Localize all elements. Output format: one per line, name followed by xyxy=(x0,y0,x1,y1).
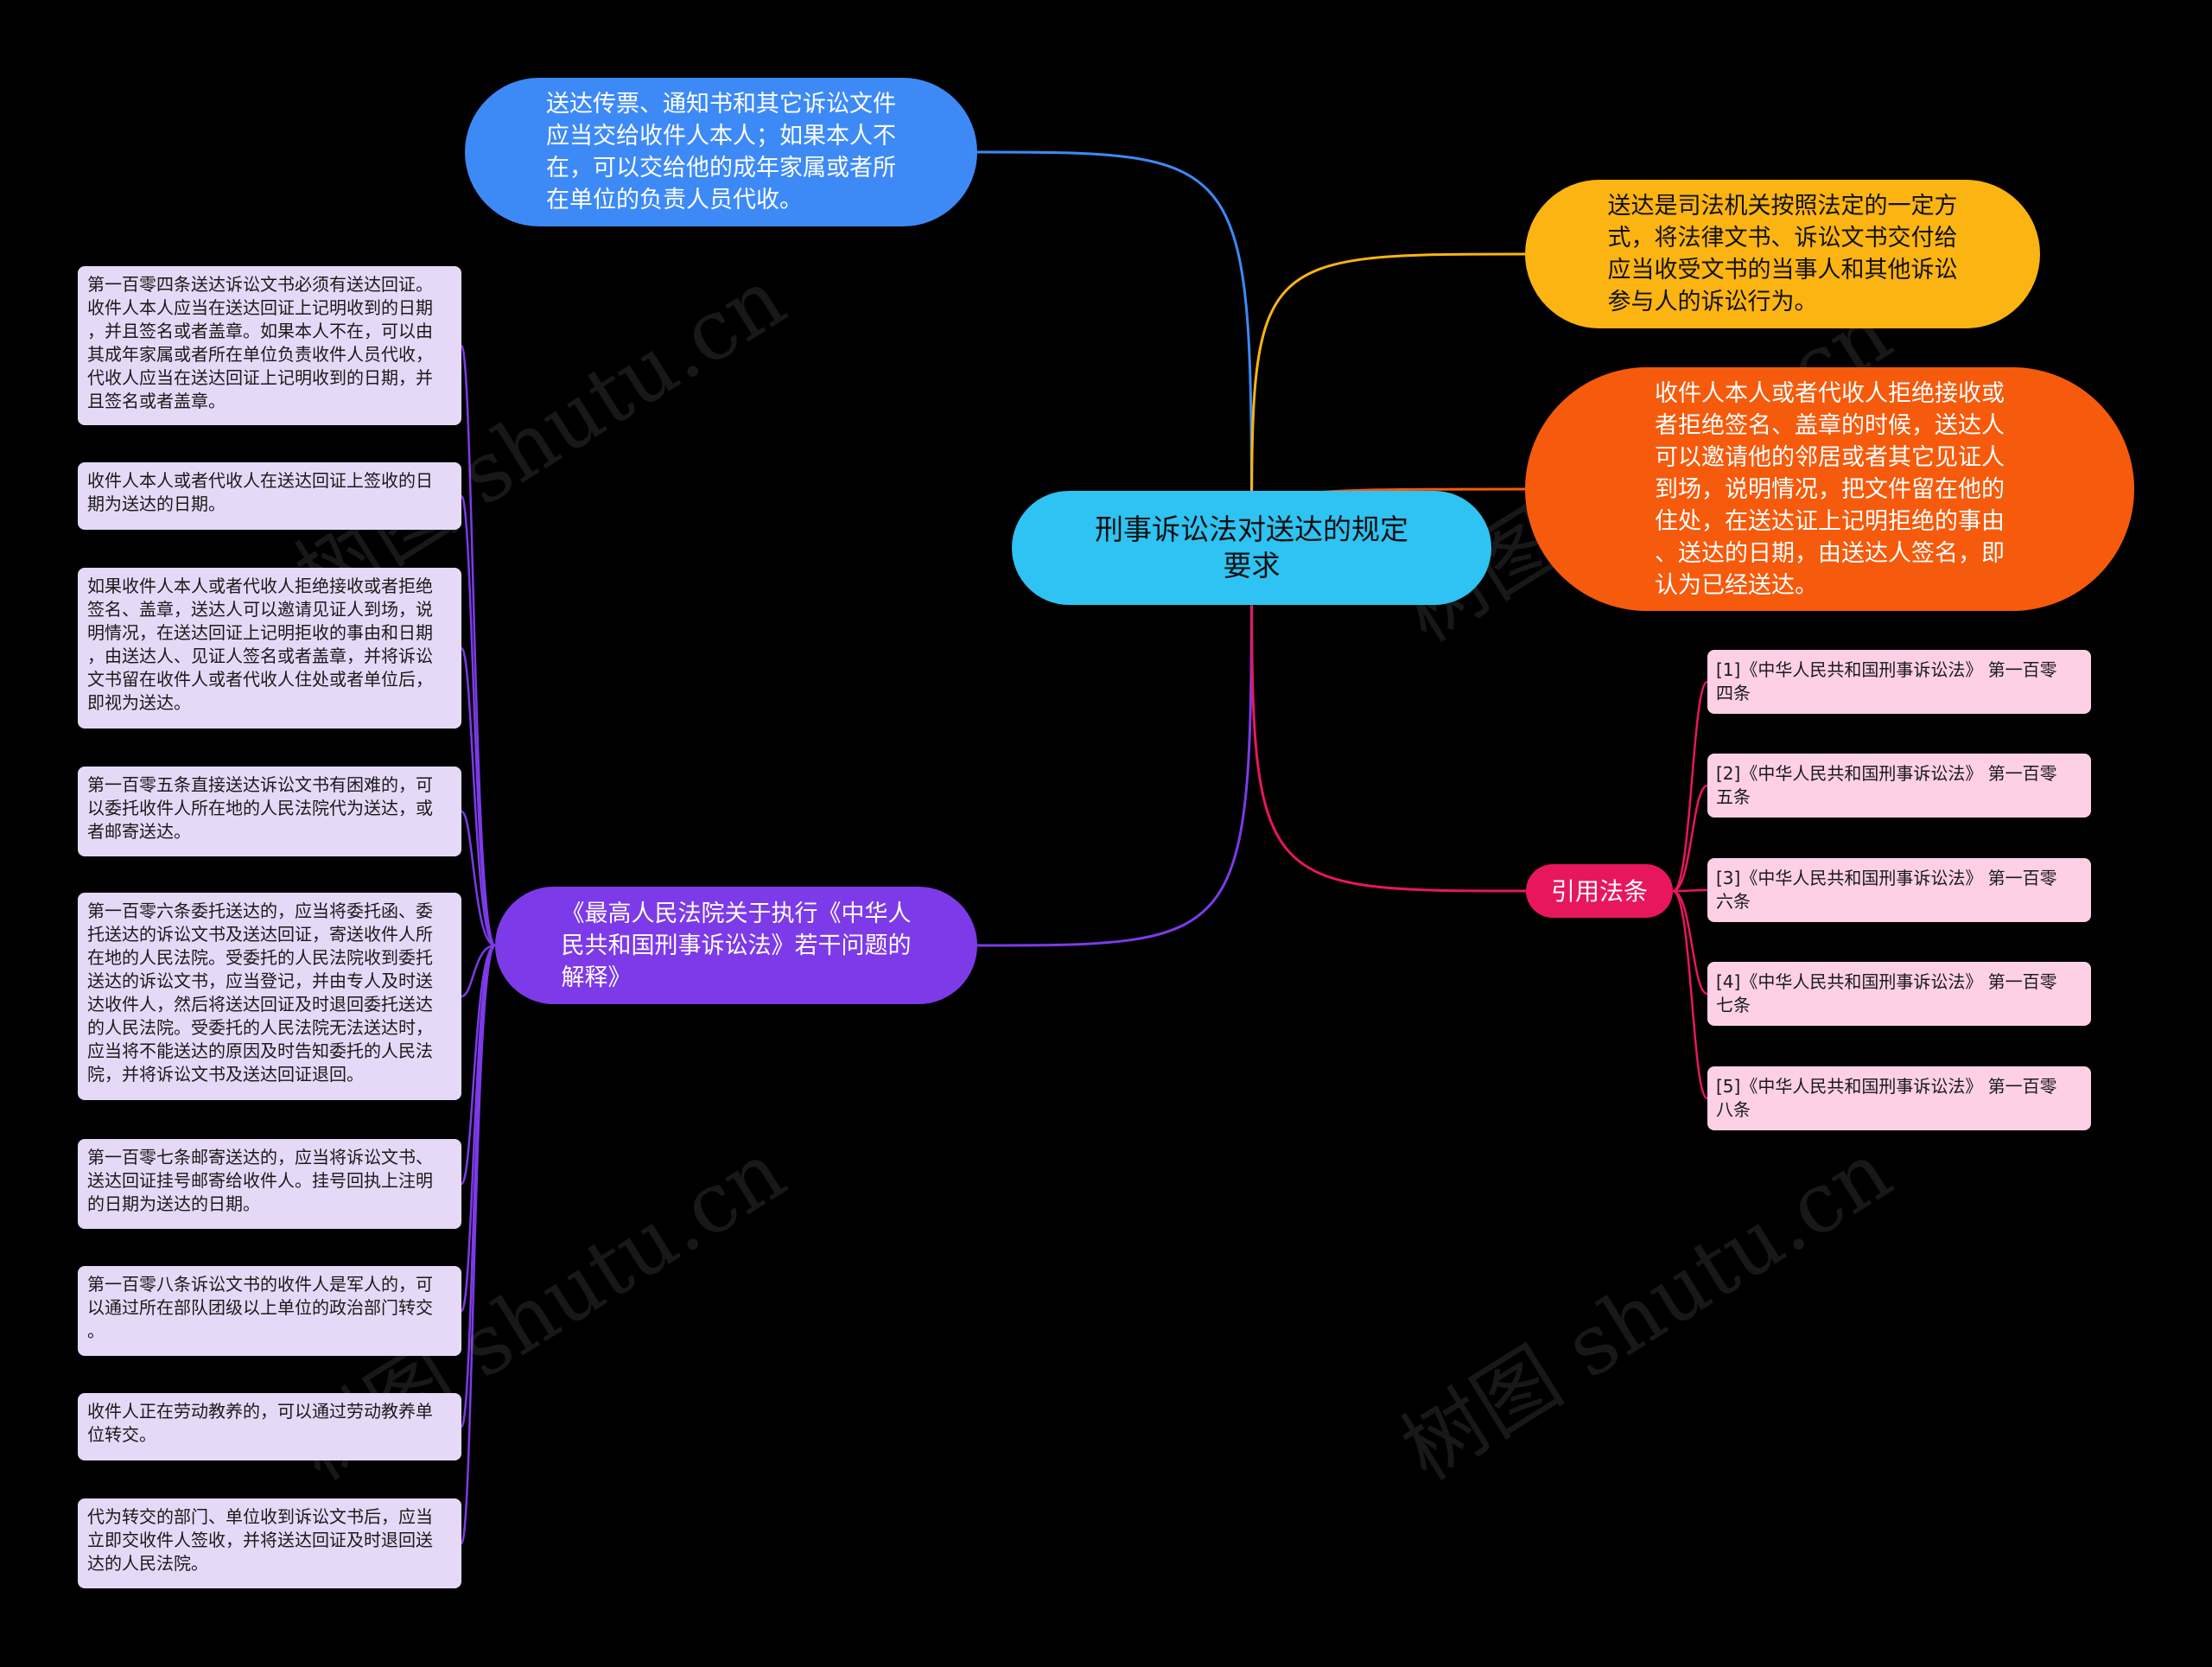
item-connector xyxy=(460,944,496,1186)
topic-text: 送达传票、通知书和其它诉讼文件 应当交给收件人本人；如果本人不 在，可以交给他的… xyxy=(546,91,896,213)
central-topic-node[interactable]: 刑事诉讼法对送达的规定 要求 xyxy=(1012,491,1491,605)
interpretation-article-item[interactable]: 第一百零五条直接送达诉讼文书有困难的，可 以委托收件人所在地的人民法院代为送达，… xyxy=(78,767,461,856)
topic-text: 送达是司法机关按照法定的一定方 式，将法律文书、诉讼文书交付给 应当收受文书的当… xyxy=(1607,193,1958,315)
topic-node-delivery-definition[interactable]: 送达是司法机关按照法定的一定方 式，将法律文书、诉讼文书交付给 应当收受文书的当… xyxy=(1525,180,2040,328)
interpretation-article-item[interactable]: 收件人正在劳动教养的，可以通过劳动教养单 位转交。 xyxy=(78,1393,461,1460)
reference-connector xyxy=(1672,784,1708,893)
interpretation-article-item[interactable]: 代为转交的部门、单位收到诉讼文书后，应当 立即交收件人签收，并将送达回证及时退回… xyxy=(78,1498,461,1588)
topic-text: 《最高人民法院关于执行《中华人 民共和国刑事诉讼法》若干问题的 解释》 xyxy=(561,900,912,991)
interpretation-article-item[interactable]: 第一百零七条邮寄送达的，应当将诉讼文书、 送达回证挂号邮寄给收件人。挂号回执上注… xyxy=(78,1139,461,1229)
topic-node-citations[interactable]: 引用法条 xyxy=(1526,864,1673,918)
reference-connector xyxy=(1672,889,1708,996)
citation-reference-item[interactable]: [5]《中华人民共和国刑事诉讼法》 第一百零 八条 xyxy=(1707,1066,2091,1130)
interpretation-article-item[interactable]: 如果收件人本人或者代收人拒绝接收或者拒绝 签名、盖章，送达人可以邀请见证人到场，… xyxy=(78,568,461,729)
central-topic-text: 刑事诉讼法对送达的规定 要求 xyxy=(1095,512,1408,582)
topic-node-judicial-interpretation[interactable]: 《最高人民法院关于执行《中华人 民共和国刑事诉讼法》若干问题的 解释》 xyxy=(495,887,977,1004)
interpretation-article-item[interactable]: 第一百零六条委托送达的，应当将委托函、委 托送达的诉讼文书及送达回证，寄送收件人… xyxy=(78,893,461,1100)
item-connector xyxy=(460,344,497,947)
branch-connector xyxy=(976,547,1253,947)
reference-connector xyxy=(1672,889,1709,1100)
topic-text: 引用法条 xyxy=(1550,876,1648,906)
topic-node-refusal-rule[interactable]: 收件人本人或者代收人拒绝接收或 者拒绝签名、盖章的时候，送达人 可以邀请他的邻居… xyxy=(1525,367,2134,611)
topic-node-delivery-rule[interactable]: 送达传票、通知书和其它诉讼文件 应当交给收件人本人；如果本人不 在，可以交给他的… xyxy=(465,78,977,226)
item-connector xyxy=(460,810,496,947)
item-connector xyxy=(461,944,496,998)
branch-connector xyxy=(1250,547,1527,893)
item-connector xyxy=(460,646,496,947)
citation-reference-item[interactable]: [4]《中华人民共和国刑事诉讼法》 第一百零 七条 xyxy=(1707,962,2091,1026)
reference-connector xyxy=(1672,888,1708,893)
interpretation-article-item[interactable]: 第一百零四条送达诉讼文书必须有送达回证。 收件人本人应当在送达回证上记明收到的日… xyxy=(78,266,461,425)
reference-connector xyxy=(1672,680,1709,893)
item-connector xyxy=(460,494,497,947)
item-connector xyxy=(460,944,497,1545)
branch-connector xyxy=(1250,252,1526,549)
citation-reference-item[interactable]: [1]《中华人民共和国刑事诉讼法》 第一百零 四条 xyxy=(1707,650,2091,714)
topic-text: 收件人本人或者代收人拒绝接收或 者拒绝签名、盖章的时候，送达人 可以邀请他的邻居… xyxy=(1655,379,2005,599)
branch-connector xyxy=(976,150,1253,549)
citation-reference-item[interactable]: [3]《中华人民共和国刑事诉讼法》 第一百零 六条 xyxy=(1707,858,2091,922)
citation-reference-item[interactable]: [2]《中华人民共和国刑事诉讼法》 第一百零 五条 xyxy=(1707,754,2091,818)
interpretation-article-item[interactable]: 第一百零八条诉讼文书的收件人是军人的，可 以通过所在部队团级以上单位的政治部门转… xyxy=(78,1266,461,1356)
interpretation-article-item[interactable]: 收件人本人或者代收人在送达回证上签收的日 期为送达的日期。 xyxy=(78,462,461,530)
